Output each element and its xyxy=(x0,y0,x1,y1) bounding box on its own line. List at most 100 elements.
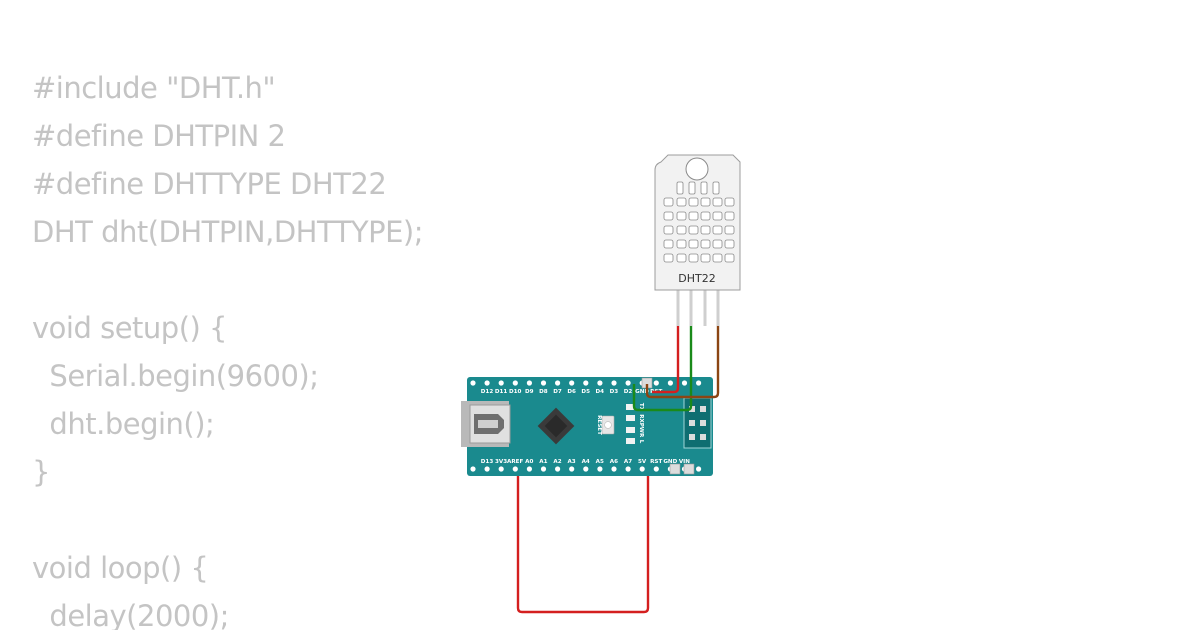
pin-rst-square[interactable] xyxy=(669,463,681,475)
sensor-vent-grid xyxy=(663,181,735,263)
bottom-pin[interactable] xyxy=(696,466,702,472)
bottom-pin[interactable] xyxy=(611,466,617,472)
top-pin[interactable] xyxy=(597,380,603,386)
top-pin[interactable] xyxy=(555,380,561,386)
top-pin-label: D3 xyxy=(610,389,619,395)
vent-slot xyxy=(676,181,684,195)
vent-hole xyxy=(700,253,711,263)
wire-vcc-red[interactable] xyxy=(652,326,680,394)
vent-hole xyxy=(712,225,723,235)
vent-slot xyxy=(712,181,720,195)
top-pin-label: D10 xyxy=(509,389,522,395)
top-pin[interactable] xyxy=(470,380,476,386)
top-pin-label: D7 xyxy=(553,389,562,395)
dht22-sensor[interactable]: DHT22 xyxy=(654,154,741,326)
wire-data-green[interactable] xyxy=(632,326,693,412)
vent-hole xyxy=(676,239,687,249)
vent-hole xyxy=(724,211,735,221)
top-pin-label: D6 xyxy=(567,389,576,395)
bottom-pin[interactable] xyxy=(512,466,518,472)
sensor-mount-hole xyxy=(685,157,709,181)
bottom-pin-label: AREF xyxy=(507,459,523,465)
bottom-pin-label: A6 xyxy=(610,459,618,465)
status-leds xyxy=(626,404,635,444)
pin-gnd-square[interactable] xyxy=(683,463,695,475)
bottom-pin[interactable] xyxy=(484,466,490,472)
vent-hole xyxy=(663,239,674,249)
sensor-label: DHT22 xyxy=(678,272,715,285)
top-pin[interactable] xyxy=(526,380,533,386)
vent-hole xyxy=(724,253,735,263)
bottom-pin-label: GND xyxy=(663,459,677,465)
vent-slot xyxy=(688,181,696,195)
bottom-pin[interactable] xyxy=(569,466,575,472)
vent-hole xyxy=(663,253,674,263)
vent-hole xyxy=(688,239,699,249)
vent-hole xyxy=(724,239,735,249)
top-pin[interactable] xyxy=(512,380,518,386)
top-pin[interactable] xyxy=(498,380,504,386)
top-pin-label: D9 xyxy=(525,389,534,395)
top-pin[interactable] xyxy=(540,380,547,386)
top-pin-label: D12 xyxy=(481,389,494,395)
code-line: Serial.begin(9600); xyxy=(32,359,319,393)
top-pin[interactable] xyxy=(484,380,490,386)
top-pin-label: D11 xyxy=(495,389,508,395)
bottom-pin[interactable] xyxy=(583,466,589,472)
bottom-pin[interactable] xyxy=(470,466,476,472)
top-pin[interactable] xyxy=(583,380,589,386)
code-line: #define DHTTYPE DHT22 xyxy=(32,167,387,201)
top-pin[interactable] xyxy=(681,380,688,386)
led-label: L xyxy=(638,440,644,444)
reset-button[interactable] xyxy=(601,415,615,435)
led-label: RX xyxy=(638,414,644,423)
vent-slot xyxy=(700,181,708,195)
vent-hole xyxy=(724,225,735,235)
bottom-pin-label: A7 xyxy=(624,459,632,465)
vent-hole xyxy=(688,197,699,207)
top-pin-label: D8 xyxy=(539,389,548,395)
code-line: delay(2000); xyxy=(32,599,229,630)
bottom-pin[interactable] xyxy=(639,466,645,472)
bottom-pin[interactable] xyxy=(555,466,561,472)
atmega-chip xyxy=(537,407,575,445)
bottom-pin-label: 3V3 xyxy=(495,459,507,465)
top-pin[interactable] xyxy=(653,380,659,386)
bottom-pin[interactable] xyxy=(597,466,603,472)
vent-hole xyxy=(700,197,711,207)
bottom-pin-label: VIN xyxy=(679,459,690,465)
vent-hole xyxy=(700,225,711,235)
code-line: #include "DHT.h" xyxy=(32,71,276,105)
vent-hole xyxy=(700,239,711,249)
top-pin[interactable] xyxy=(667,380,674,386)
code-line: dht.begin(); xyxy=(32,407,215,441)
wire-gnd-brown[interactable] xyxy=(645,326,720,399)
vent-hole xyxy=(676,197,687,207)
bottom-pin-label: A3 xyxy=(567,459,575,465)
vent-hole xyxy=(688,225,699,235)
bottom-pin[interactable] xyxy=(653,466,659,472)
code-line: DHT dht(DHTPIN,DHTTYPE); xyxy=(32,215,424,249)
top-pin[interactable] xyxy=(611,380,617,386)
vent-hole xyxy=(688,211,699,221)
code-line: #define DHTPIN 2 xyxy=(32,119,286,153)
vent-hole xyxy=(712,253,723,263)
vent-hole xyxy=(700,211,711,221)
bottom-pin-label: A1 xyxy=(539,459,547,465)
bottom-pin[interactable] xyxy=(498,466,504,472)
usb-port xyxy=(461,401,511,447)
bottom-pin-label: A2 xyxy=(553,459,561,465)
top-pin[interactable] xyxy=(569,380,575,386)
bottom-pin[interactable] xyxy=(540,466,547,472)
bottom-pin-label: A4 xyxy=(582,459,590,465)
top-pin-label: GND xyxy=(635,389,649,395)
top-pin[interactable] xyxy=(696,380,702,386)
code-line: } xyxy=(32,455,50,489)
bottom-pin[interactable] xyxy=(625,466,631,472)
bottom-pin[interactable] xyxy=(526,466,533,472)
vent-hole xyxy=(724,197,735,207)
top-pin[interactable] xyxy=(625,380,631,386)
